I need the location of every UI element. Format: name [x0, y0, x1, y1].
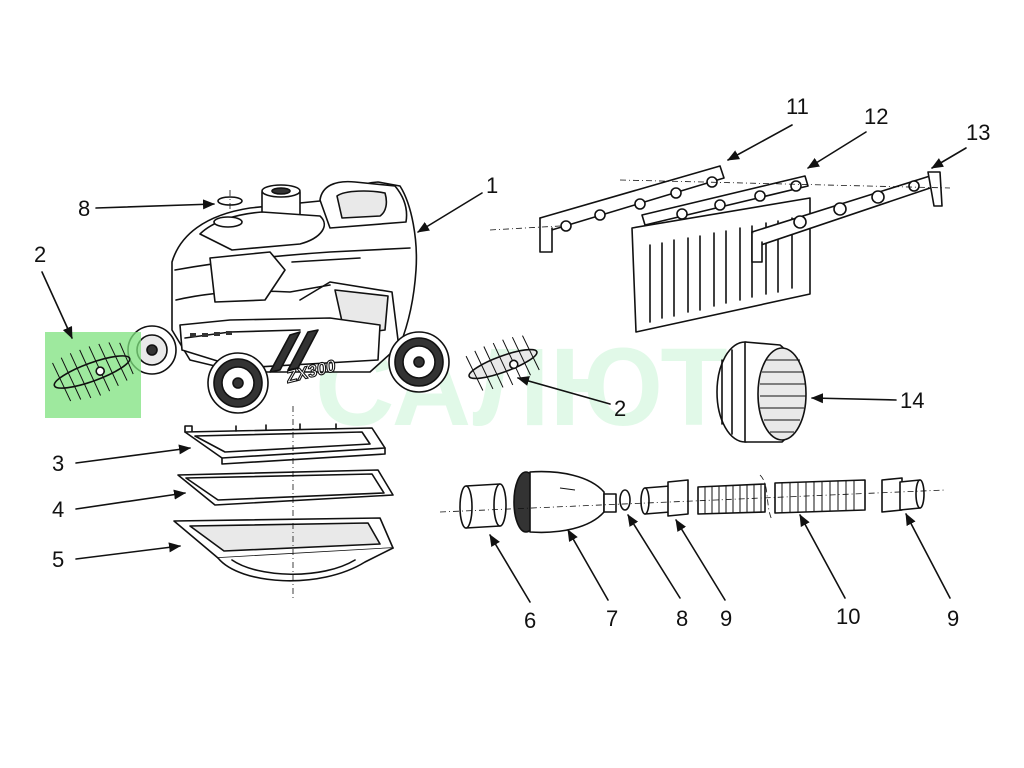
callout-8-top: 8	[78, 196, 90, 221]
callout-9-left: 9	[720, 606, 732, 631]
part-2-brush-highlighted[interactable]	[45, 332, 141, 418]
part-13-rear-bracket[interactable]	[489, 171, 951, 263]
part-2-brush[interactable]	[461, 330, 544, 398]
callout-8-bottom: 8	[676, 606, 688, 631]
callout-12: 12	[864, 104, 888, 129]
part-8-o-ring[interactable]	[619, 489, 631, 511]
part-11-flap-bracket[interactable]	[539, 165, 725, 253]
callout-1: 1	[486, 173, 498, 198]
part-1-robot-body[interactable]: ZX300	[171, 180, 418, 388]
robot-wheel-front-left	[207, 352, 269, 414]
callout-9-right: 9	[947, 606, 959, 631]
part-7-swivel-connector[interactable]	[513, 470, 617, 534]
callout-3: 3	[52, 451, 64, 476]
callout-11: 11	[786, 94, 809, 119]
callout-10: 10	[836, 604, 860, 629]
callout-5: 5	[52, 547, 64, 572]
callout-2-left: 2	[34, 242, 46, 267]
part-9-coupler-right[interactable]	[439, 477, 946, 513]
part-5-filter-basket[interactable]	[173, 406, 394, 600]
callout-6: 6	[524, 608, 536, 633]
callout-14: 14	[900, 388, 924, 413]
part-9-coupler-left[interactable]	[640, 479, 689, 517]
part-6-hose-end[interactable]	[459, 483, 507, 529]
part-8-top-seal	[217, 190, 243, 215]
part-12-comb-plate[interactable]	[631, 175, 811, 333]
callout-arrows	[41, 124, 967, 603]
part-4-filter-panel[interactable]	[177, 469, 394, 506]
callout-2-right: 2	[614, 396, 626, 421]
callout-4: 4	[52, 497, 64, 522]
callout-7: 7	[606, 606, 618, 631]
callout-labels: 1 2 2 3 4 5 6 7 8 8 9 9 10 11 12 13 14	[34, 94, 990, 633]
part-14-end-cap[interactable]	[716, 341, 807, 443]
robot-wheel-front-right	[388, 331, 450, 393]
part-3-filter-frame[interactable]	[184, 423, 386, 465]
callout-13: 13	[966, 120, 990, 145]
